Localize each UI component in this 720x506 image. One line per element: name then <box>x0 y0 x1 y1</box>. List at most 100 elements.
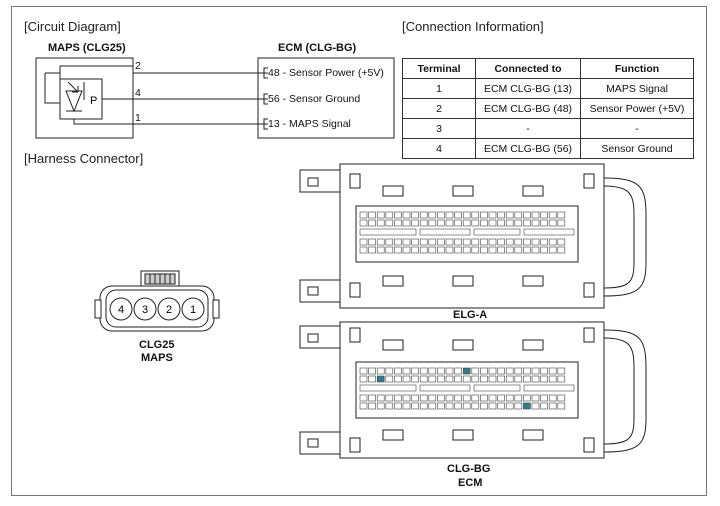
ecm-pin <box>540 211 548 219</box>
ecm-pin <box>523 246 531 254</box>
ecm-pin <box>497 219 505 227</box>
pin-row-separator <box>359 228 417 236</box>
ecm-pin <box>471 238 480 246</box>
ecm-pin <box>471 402 480 410</box>
harness-connector-title: [Harness Connector] <box>24 151 144 166</box>
ecm-pin <box>540 238 548 246</box>
ecm-pin <box>445 394 454 402</box>
ecm-pin <box>488 402 497 410</box>
ecm-pin <box>480 394 488 402</box>
table-row: 1 ECM CLG-BG (13) MAPS Signal <box>402 78 694 99</box>
ecm-pin <box>548 211 557 219</box>
ecm-pin <box>488 219 497 227</box>
ecm-pin <box>488 246 497 254</box>
ecm-pin <box>394 402 402 410</box>
circuit-diagram-title: [Circuit Diagram] <box>24 19 121 34</box>
ecm-pin <box>514 394 523 402</box>
ecm-pin <box>385 375 394 383</box>
ecm-pin <box>514 219 523 227</box>
ecm-pin-56-label: 56 - Sensor Ground <box>268 93 361 105</box>
ecm-pin <box>376 246 385 254</box>
ecm-pin <box>394 375 402 383</box>
ecm-pin <box>557 211 566 219</box>
table-row: 3 - - <box>402 118 694 139</box>
maps-connector-caption-code: CLG25 <box>139 339 175 351</box>
maps-terminal-label: 4 <box>118 304 124 316</box>
ecm-pin <box>531 375 540 383</box>
table-cell: ECM CLG-BG (48) <box>475 98 581 119</box>
ecm-pin <box>480 367 488 375</box>
ecm-pin <box>454 375 462 383</box>
ecm-pin <box>445 246 454 254</box>
clg-bg-connector-caption-name: ECM <box>458 477 483 489</box>
ecm-pin <box>437 367 445 375</box>
ecm-pin <box>523 394 531 402</box>
ecm-pin <box>462 402 471 410</box>
ecm-pin <box>540 246 548 254</box>
ecm-pin <box>454 219 462 227</box>
ecm-pin <box>557 219 566 227</box>
maps-terminal-2 <box>157 297 181 321</box>
ecm-pin <box>462 211 471 219</box>
ecm-pin <box>557 394 566 402</box>
ecm-pin <box>548 394 557 402</box>
ecm-pin <box>385 219 394 227</box>
ecm-pin <box>445 211 454 219</box>
clg-bg-connector-caption-code: CLG-BG <box>447 463 491 475</box>
ecm-pin <box>428 402 437 410</box>
maps-component-label: MAPS (CLG25) <box>48 42 126 54</box>
ecm-pin <box>514 238 523 246</box>
ecm-pin <box>505 375 514 383</box>
ecm-pin <box>480 246 488 254</box>
ecm-pin <box>454 211 462 219</box>
ecm-pin <box>480 211 488 219</box>
table-cell: Sensor Power (+5V) <box>580 98 694 119</box>
ecm-pin <box>497 367 505 375</box>
ecm-pin <box>411 394 419 402</box>
maps-terminal-label: 1 <box>190 304 196 316</box>
ecm-pin <box>376 394 385 402</box>
ecm-pin <box>445 238 454 246</box>
ecm-pin <box>514 375 523 383</box>
ecm-pin <box>385 402 394 410</box>
ecm-pin <box>548 238 557 246</box>
ecm-pin <box>359 246 368 254</box>
ecm-pin <box>428 375 437 383</box>
ecm-pin <box>428 394 437 402</box>
ecm-pin <box>505 394 514 402</box>
ecm-pin <box>557 238 566 246</box>
ecm-pin <box>419 211 428 219</box>
ecm-pin <box>531 211 540 219</box>
table-cell: 4 <box>402 138 476 159</box>
ecm-pin <box>359 219 368 227</box>
ecm-pin <box>454 367 462 375</box>
ecm-pin <box>419 402 428 410</box>
ecm-pin <box>514 246 523 254</box>
ecm-pin <box>497 211 505 219</box>
ecm-pin <box>505 402 514 410</box>
table-row: 2 ECM CLG-BG (48) Sensor Power (+5V) <box>402 98 694 119</box>
ecm-pin <box>514 367 523 375</box>
ecm-pin <box>445 402 454 410</box>
ecm-pin <box>497 238 505 246</box>
ecm-pin <box>540 219 548 227</box>
pressure-sensor-icon <box>44 72 103 120</box>
sensor-symbol-letter: P <box>90 95 97 107</box>
ecm-pin <box>402 219 411 227</box>
ecm-pin <box>454 238 462 246</box>
ecm-pin <box>514 402 523 410</box>
ecm-pin <box>462 367 471 375</box>
ecm-pin <box>394 211 402 219</box>
ecm-pin <box>540 367 548 375</box>
ecm-pin <box>548 367 557 375</box>
ecm-pin <box>376 238 385 246</box>
ecm-pin <box>523 402 531 410</box>
ecm-pin <box>523 219 531 227</box>
ecm-pin <box>531 367 540 375</box>
ecm-pin <box>385 367 394 375</box>
elg-a-connector-drawing <box>299 163 647 309</box>
maps-terminal-label: 3 <box>142 304 148 316</box>
header-terminal: Terminal <box>402 58 476 79</box>
ecm-pin <box>419 367 428 375</box>
